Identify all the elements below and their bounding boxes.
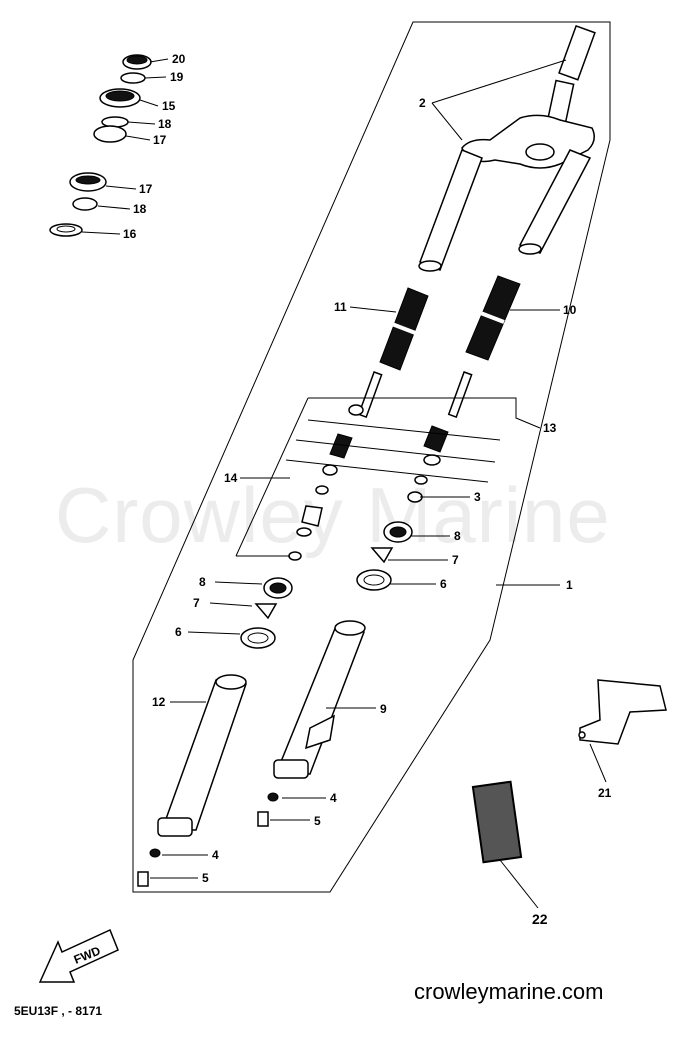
outer-tubes	[157, 620, 366, 837]
under-bracket	[461, 24, 596, 169]
fork-springs	[379, 275, 521, 371]
callout-5b: 5	[202, 871, 209, 885]
callout-20: 20	[172, 52, 186, 66]
callout-19: 19	[170, 70, 184, 84]
callout-8a: 8	[199, 575, 206, 589]
callout-7a: 7	[193, 596, 200, 610]
callout-numbers: 20 19 15 18 17 17 18 16 2 11 10 13 14 3 …	[123, 52, 612, 927]
callout-12: 12	[152, 695, 166, 709]
callout-14: 14	[224, 471, 238, 485]
fwd-arrow: FWD	[38, 928, 119, 983]
callout-7b: 7	[452, 553, 459, 567]
fork-guard-bracket	[578, 679, 667, 745]
callout-2: 2	[419, 96, 426, 110]
callout-6b: 6	[440, 577, 447, 591]
leader-lines	[81, 58, 607, 909]
callout-18a: 18	[158, 117, 172, 131]
callout-21: 21	[598, 786, 612, 800]
callout-18b: 18	[133, 202, 147, 216]
seals	[240, 521, 413, 649]
steering-bearings	[49, 54, 152, 237]
callout-3: 3	[474, 490, 481, 504]
drain-bolts	[137, 792, 279, 887]
website-label: crowleymarine.com	[414, 979, 604, 1004]
diagram-code: 5EU13F , - 8171	[14, 1004, 103, 1018]
callout-15: 15	[162, 99, 176, 113]
callout-4b: 4	[212, 848, 219, 862]
callout-17a: 17	[153, 133, 167, 147]
callout-5a: 5	[314, 814, 321, 828]
callout-10: 10	[563, 303, 577, 317]
callout-1: 1	[566, 578, 573, 592]
callout-16: 16	[123, 227, 137, 241]
reflector	[471, 780, 523, 864]
damper-internals	[288, 371, 473, 561]
callout-9: 9	[380, 702, 387, 716]
callout-11: 11	[334, 300, 347, 314]
assembly-outline	[132, 21, 611, 893]
inner-tubes	[418, 149, 592, 272]
callout-22: 22	[532, 911, 548, 927]
callout-8b: 8	[454, 529, 461, 543]
callout-6a: 6	[175, 625, 182, 639]
callout-13: 13	[543, 421, 557, 435]
callout-4a: 4	[330, 791, 337, 805]
callout-17b: 17	[139, 182, 153, 196]
